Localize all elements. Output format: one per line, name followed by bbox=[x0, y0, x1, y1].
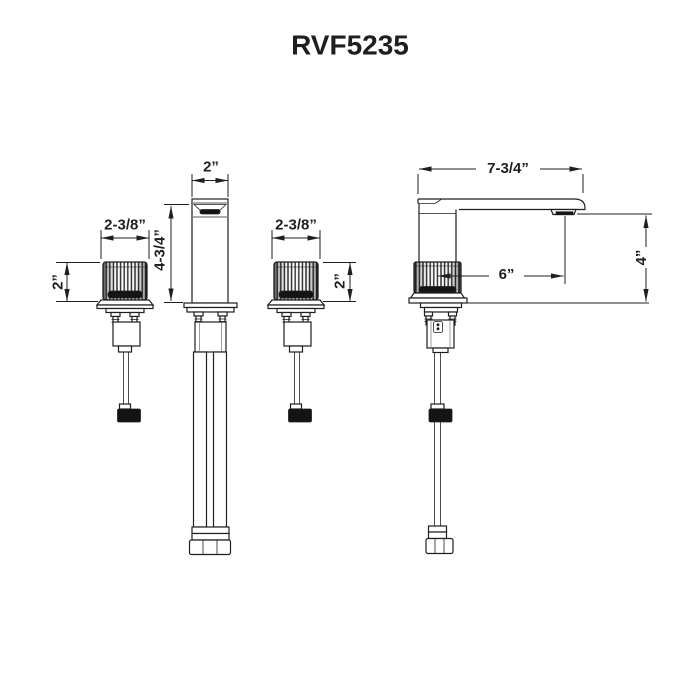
spout-outlet-lip bbox=[555, 211, 574, 216]
dimension-spout-height: 4-3/4” bbox=[152, 204, 189, 303]
dimension-side-spout-height: 4” bbox=[577, 213, 652, 302]
supply-nut bbox=[117, 408, 141, 423]
dim-label-right-handle-height: 2” bbox=[332, 273, 349, 289]
valve-body-step bbox=[117, 345, 133, 353]
dimension-left-handle-width: 2-3/8” bbox=[100, 217, 150, 259]
page-title: RVF5235 bbox=[291, 30, 409, 61]
spout-front bbox=[183, 198, 238, 556]
handle-assembly-left bbox=[95, 261, 155, 423]
side-tube-collar bbox=[430, 403, 445, 410]
spout-supply-tube-right bbox=[212, 351, 228, 528]
handle-assembly-right bbox=[267, 261, 325, 423]
spout-body bbox=[191, 198, 229, 304]
side-valve-body bbox=[426, 319, 455, 349]
shank-band bbox=[191, 526, 230, 535]
side-mount-plate-lower bbox=[423, 306, 459, 313]
side-shank-band-2 bbox=[427, 531, 448, 540]
dim-label-right-handle-width: 2-3/8” bbox=[275, 217, 317, 234]
side-knurl-band bbox=[418, 286, 457, 293]
side-flange-lip bbox=[408, 297, 468, 304]
side-shank-band bbox=[427, 525, 448, 533]
spout-valve-body bbox=[194, 321, 227, 353]
brand-stamp-icon bbox=[433, 321, 443, 333]
spout-arm bbox=[418, 198, 586, 211]
dimension-spout-width: 2” bbox=[191, 159, 229, 197]
dimension-side-overall-length: 7-3/4” bbox=[417, 160, 584, 194]
side-view bbox=[408, 198, 649, 555]
side-mount-plate bbox=[419, 302, 463, 309]
dimension-right-handle-height: 2” bbox=[323, 262, 356, 302]
dim-label-spout-width: 2” bbox=[203, 159, 219, 176]
spout-base-plate bbox=[183, 302, 238, 309]
dim-label-side-spout-reach: 6” bbox=[499, 266, 515, 283]
side-hex-nut bbox=[425, 537, 454, 555]
mount-plate bbox=[105, 307, 145, 314]
handle-flare bbox=[95, 299, 155, 306]
dimension-right-handle-width: 2-3/8” bbox=[271, 217, 321, 259]
dim-label-spout-height: 4-3/4” bbox=[152, 229, 169, 271]
knob-bottom-band bbox=[107, 290, 143, 299]
valve-body bbox=[112, 321, 141, 347]
side-valve-step bbox=[432, 347, 449, 354]
side-flange bbox=[409, 292, 466, 299]
shank-hex-nut bbox=[188, 539, 232, 556]
aerator-outlet bbox=[199, 209, 221, 215]
side-supply-nut bbox=[428, 408, 453, 423]
shank-band-2 bbox=[191, 532, 230, 541]
dim-label-side-overall-length: 7-3/4” bbox=[487, 160, 529, 177]
dim-label-side-spout-height: 4” bbox=[633, 250, 650, 266]
tube-collar bbox=[118, 403, 132, 410]
dimension-left-handle-height: 2” bbox=[50, 262, 100, 302]
dim-label-left-handle-height: 2” bbox=[50, 274, 67, 290]
dimension-side-spout-reach: 6” bbox=[438, 216, 566, 284]
spout-supply-tube-left bbox=[192, 351, 208, 528]
spout-base-plate-lower bbox=[186, 306, 235, 313]
dim-label-left-handle-width: 2-3/8” bbox=[104, 217, 146, 234]
